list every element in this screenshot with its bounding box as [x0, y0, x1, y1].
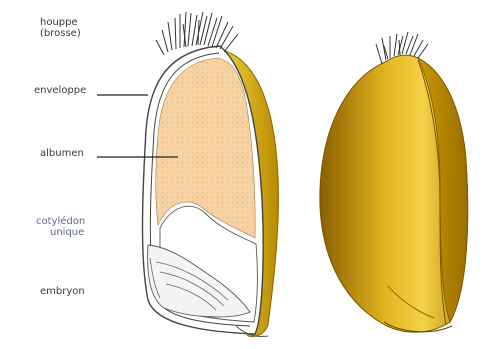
label-enveloppe: enveloppe [34, 85, 86, 96]
label-houppe-line1: houppe [40, 17, 81, 28]
brush-hairs [156, 12, 238, 55]
grain-cross-section [97, 12, 278, 337]
label-cotyledon-line2: unique [36, 227, 85, 238]
whole-grain [320, 32, 468, 332]
label-houppe: houppe (brosse) [40, 17, 81, 39]
label-albumen: albumen [40, 148, 84, 159]
label-cotyledon: cotylédon unique [36, 216, 85, 238]
label-cotyledon-line1: cotylédon [36, 216, 85, 227]
label-embryon: embryon [40, 286, 85, 297]
label-houppe-line2: (brosse) [40, 28, 81, 39]
